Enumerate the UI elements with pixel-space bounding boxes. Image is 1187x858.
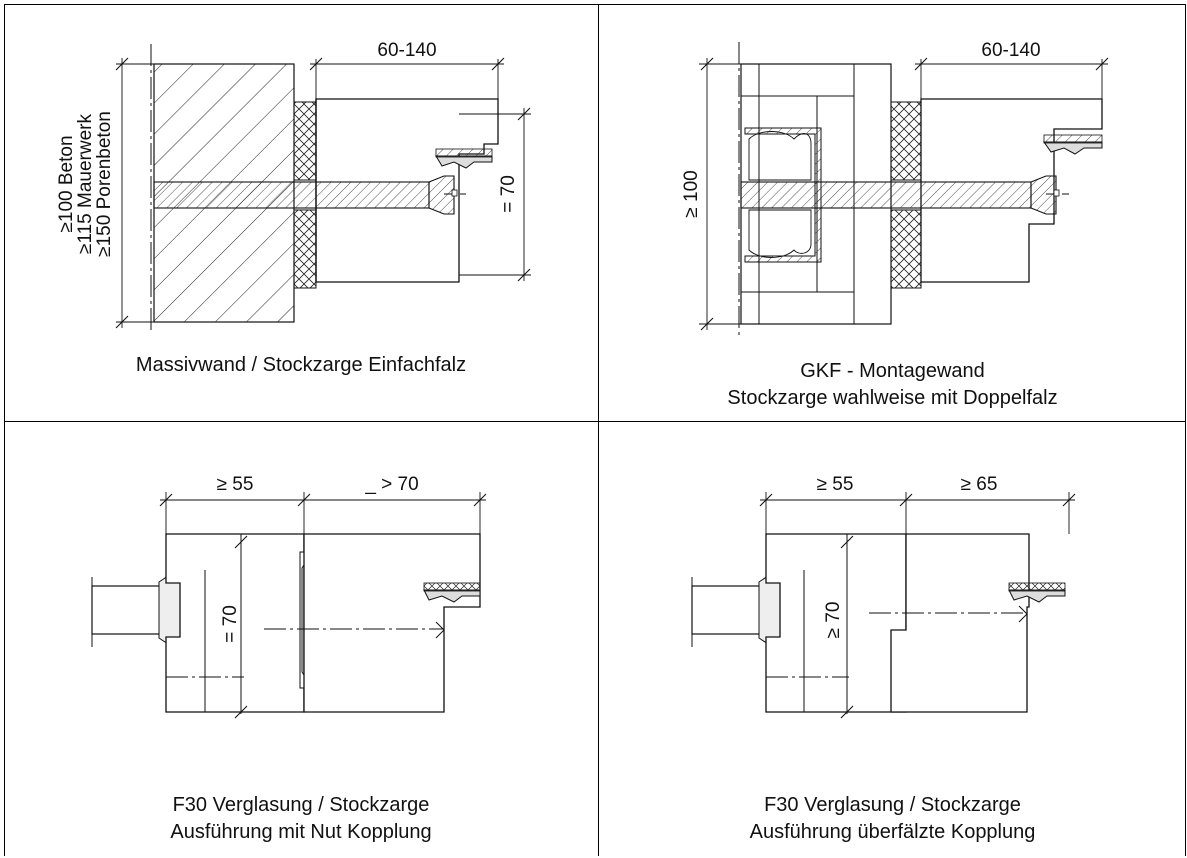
panel-f30-nut-kopplung: ≥ 55 _ > 70 = 70 F30 Verglasung / Stockz… [4, 422, 598, 858]
vertical-divider [598, 4, 599, 856]
caption-gkf-line2: Stockzarge wahlweise mit Doppelfalz [727, 387, 1058, 409]
caption-massivwand: Massivwand / Stockzarge Einfachfalz [135, 354, 467, 376]
anchor-bolt [740, 181, 1032, 209]
insulation-bottom [890, 209, 922, 289]
seal-profile [1008, 582, 1066, 603]
insulation-top [890, 101, 922, 181]
dim-width-text: 60-140 [377, 40, 436, 61]
steel-stud [744, 127, 822, 263]
caption-gkf-line1: GKF - Montagewand [800, 360, 985, 382]
dim-height-text: ≥ 100 [681, 170, 702, 217]
drawing-frame [4, 4, 1186, 856]
ueberfaelzte-kopplung-drawing: ≥ 55 ≥ 65 ≥ 70 [691, 474, 1076, 719]
dim-right-text: _ > 70 [364, 474, 418, 495]
caption-ueberfaelzt-line1: F30 Verglasung / Stockzarge [764, 794, 1021, 816]
insulation-bottom [293, 209, 317, 289]
dim-right-text: ≥ 65 [961, 474, 998, 495]
caption-nut-line2: Ausführung mit Nut Kopplung [170, 821, 432, 843]
anchor-bolt [153, 181, 430, 209]
seal-profile [1043, 134, 1103, 155]
seal-profile [423, 582, 481, 603]
dim-width-text: 60-140 [981, 40, 1040, 61]
dim-height-text: = 70 [498, 175, 519, 213]
wall-spec-porenbeton: ≥150 Porenbeton [94, 111, 115, 257]
massivwand-section-drawing: 60-140 = 70 ≥100 Beton ≥115 Mauerwerk ≥1… [56, 40, 531, 334]
frame-right [303, 533, 481, 713]
nut-kopplung-drawing: ≥ 55 _ > 70 = 70 [91, 474, 487, 719]
dim-height-text: = 70 [220, 605, 241, 643]
panel-massivwand: 60-140 = 70 ≥100 Beton ≥115 Mauerwerk ≥1… [4, 4, 598, 421]
gkf-section-drawing: 60-140 ≥ 100 [681, 40, 1109, 339]
panel-f30-ueberfaelzte-kopplung: ≥ 55 ≥ 65 ≥ 70 F30 Verglasung / Stockzar… [599, 422, 1186, 858]
wall-spec-mauerwerk: ≥115 Mauerwerk [75, 114, 96, 254]
caption-nut-line1: F30 Verglasung / Stockzarge [172, 794, 430, 816]
panel-gkf-montagewand: 60-140 ≥ 100 GKF - Montagewand Stockzarg… [599, 4, 1186, 421]
frame-right [890, 533, 1030, 713]
seal-profile [435, 148, 493, 169]
horizontal-divider [4, 421, 1186, 422]
dim-left-text: ≥ 55 [217, 474, 254, 495]
caption-ueberfaelzt-line2: Ausführung überfälzte Kopplung [749, 821, 1036, 843]
insulation-top [293, 101, 317, 181]
dim-left-text: ≥ 55 [817, 474, 854, 495]
dim-height-text: ≥ 70 [823, 602, 844, 639]
wall-spec-beton: ≥100 Beton [56, 135, 77, 232]
